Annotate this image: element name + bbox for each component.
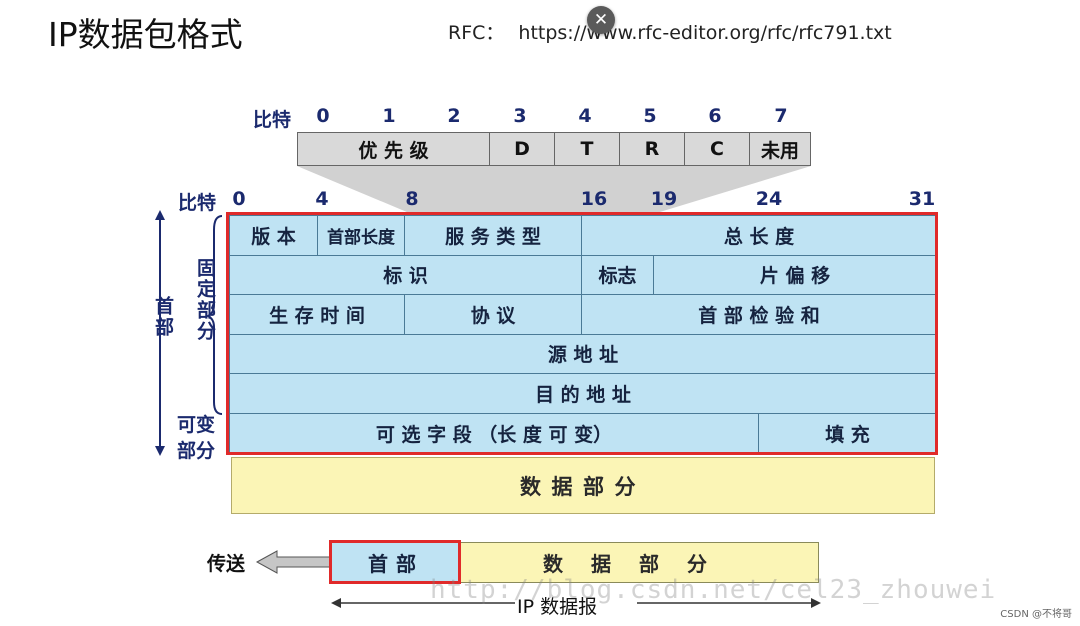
field-options: 可 选 字 段 （长 度 可 变） [230, 413, 759, 453]
side-variable-label: 可变 [177, 414, 216, 436]
field-ttl: 生 存 时 间 [230, 295, 405, 334]
corner-credit: CSDN @不将哥 [1000, 609, 1072, 620]
tos-bit-number: 4 [578, 105, 592, 127]
watermark: http://blog.csdn.net/cel23_zhouwei [430, 575, 997, 605]
tos-bit-number: 2 [447, 105, 461, 127]
datagram-caption: IP 数据报 [517, 596, 598, 618]
data-part-bar: 数据部分 [231, 457, 935, 514]
header-row-4: 源 地 址 [230, 335, 936, 374]
field-destination-address: 目 的 地 址 [535, 383, 631, 406]
page-title: IP数据包格式 [48, 15, 243, 54]
tos-bit-number: 1 [382, 105, 396, 127]
field-total-length: 总 长 度 [723, 225, 795, 248]
tos-field-breakdown: 优 先 级 D T R C 未用 [297, 132, 811, 166]
tos-c-bit: C [685, 133, 750, 165]
header-row-2: 标 识 标志 片 偏 移 [230, 255, 936, 295]
header-bit-label: 比特 [178, 192, 217, 214]
tos-bit-number: 3 [513, 105, 527, 127]
datagram-span-arrow [331, 598, 821, 608]
header-bit-number: 19 [650, 188, 678, 210]
field-fragment-offset: 片 偏 移 [759, 265, 831, 288]
tos-precedence: 优 先 级 [298, 133, 490, 165]
tos-t-bit: T [555, 133, 620, 165]
side-fixed-label: 固定部分 [194, 258, 216, 342]
field-version: 版 本 [230, 216, 318, 255]
field-flags: 标志 [582, 255, 654, 294]
close-icon[interactable]: ✕ [587, 6, 615, 34]
field-padding: 填 充 [825, 423, 870, 446]
field-protocol: 协 议 [405, 295, 582, 334]
datagram-packet: 首部 数据部分 [331, 542, 819, 583]
header-bit-number: 31 [908, 188, 936, 210]
header-bit-number: 4 [315, 188, 329, 210]
rfc-label: RFC： [448, 22, 505, 44]
header-row-3: 生 存 时 间 协 议 首 部 检 验 和 [230, 295, 936, 335]
header-row-6: 可 选 字 段 （长 度 可 变） 填 充 [230, 413, 936, 453]
field-header-length: 首部长度 [318, 216, 405, 255]
left-arrow-icon [255, 550, 332, 574]
side-brackets [155, 210, 223, 456]
tos-r-bit: R [620, 133, 685, 165]
header-bit-number: 16 [580, 188, 608, 210]
field-source-address: 源 地 址 [547, 344, 619, 367]
header-bit-number: 24 [755, 188, 783, 210]
header-row-1: 版 本 首部长度 服 务 类 型 总 长 度 [230, 216, 936, 256]
tos-bit-number: 0 [316, 105, 330, 127]
side-variable-label: 部分 [177, 440, 216, 462]
tos-d-bit: D [490, 133, 555, 165]
header-row-5: 目 的 地 址 [230, 374, 936, 414]
send-label: 传送 [207, 553, 246, 575]
header-highlight-box [226, 212, 938, 455]
tos-unused: 未用 [760, 139, 799, 162]
field-identification: 标 识 [230, 255, 582, 294]
tos-bit-number: 5 [643, 105, 657, 127]
header-bit-number: 8 [405, 188, 419, 210]
datagram-data: 数据部分 [460, 543, 818, 582]
field-service-type: 服 务 类 型 [405, 216, 582, 255]
tos-bit-number: 7 [774, 105, 788, 127]
ip-header-grid: 版 本 首部长度 服 务 类 型 总 长 度 标 识 标志 片 偏 移 生 存 … [229, 215, 937, 454]
datagram-header: 首部 [332, 543, 460, 582]
tos-bit-label: 比特 [253, 109, 292, 131]
datagram-header-highlight [329, 540, 461, 584]
side-header-label: 首部 [152, 296, 174, 338]
field-header-checksum: 首 部 检 验 和 [698, 304, 820, 327]
tos-bit-number: 6 [708, 105, 722, 127]
header-bit-number: 0 [232, 188, 246, 210]
